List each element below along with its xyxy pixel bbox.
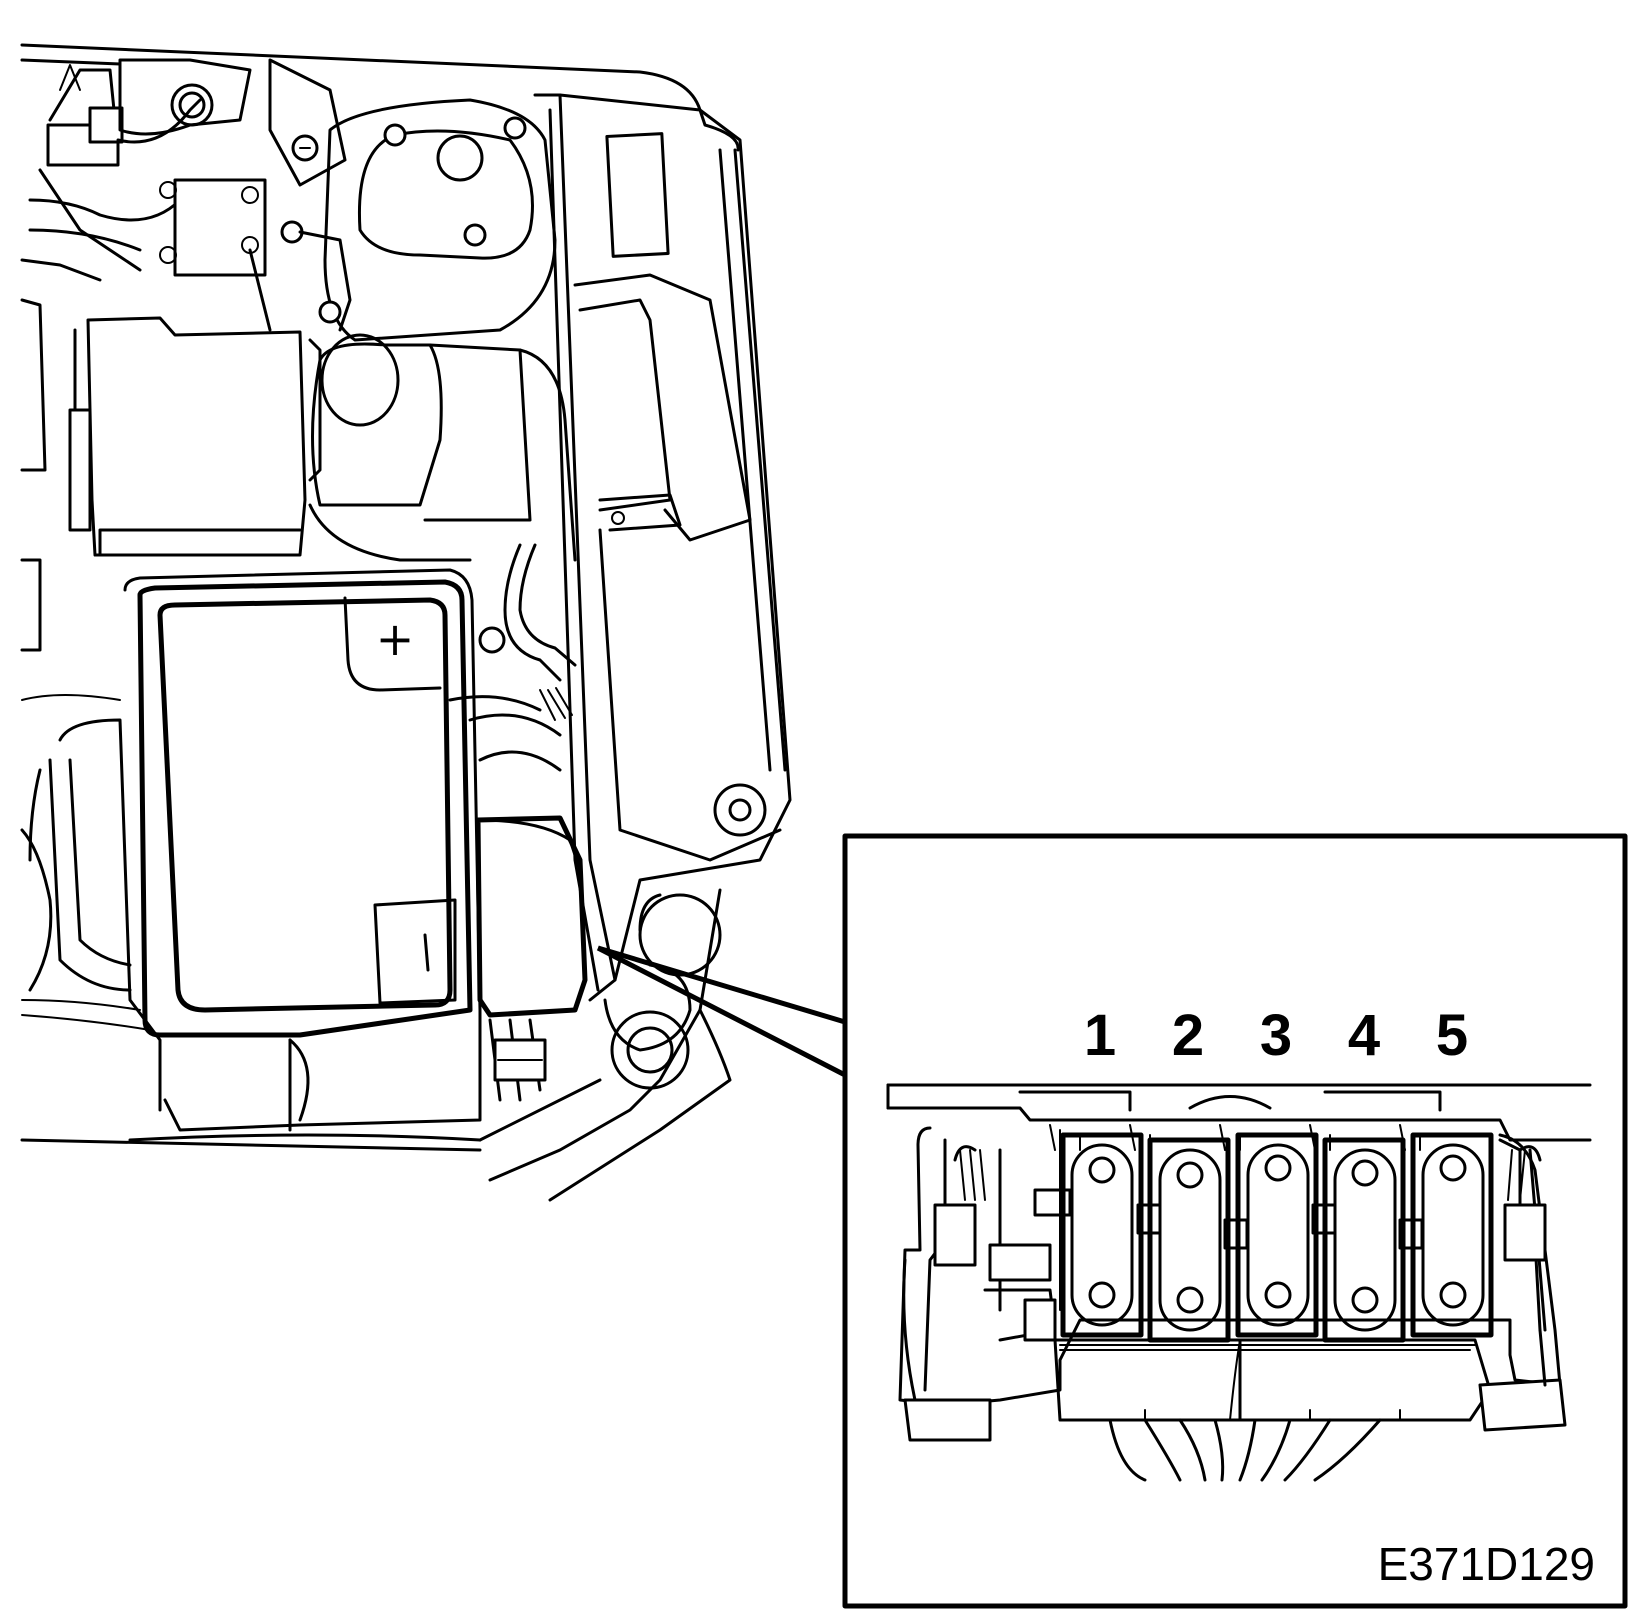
fuse-2 [1147, 1137, 1231, 1343]
figure-code: E371D129 [1378, 1538, 1595, 1590]
fuse-label-2: 2 [1172, 1003, 1204, 1068]
fuse-detail-inset: 1 2 3 4 5 [842, 833, 1628, 1609]
callout-leader [596, 945, 847, 1078]
fuse-4 [1322, 1137, 1406, 1343]
engine-bay-view: + [20, 43, 792, 1202]
fuse-label-4: 4 [1348, 1003, 1380, 1068]
battery-positive-label: + [376, 612, 415, 666]
fuse-label-3: 3 [1260, 1003, 1292, 1068]
fuse-1 [1060, 1132, 1144, 1338]
fuse-3 [1235, 1132, 1319, 1338]
fuse-label-5: 5 [1436, 1003, 1468, 1068]
fuse-label-1: 1 [1084, 1003, 1116, 1068]
fuse-5 [1410, 1132, 1494, 1338]
